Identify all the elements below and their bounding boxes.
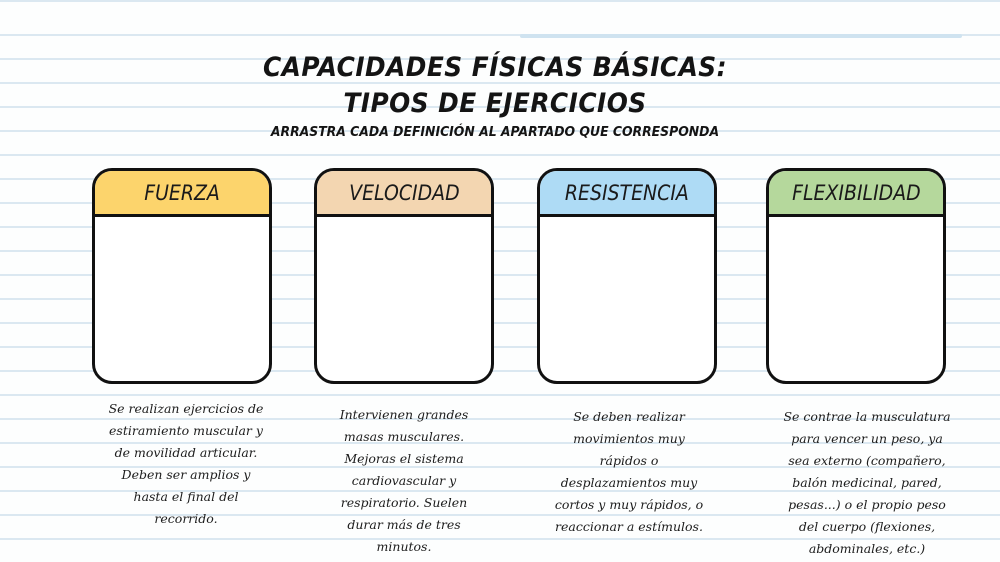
drop-zone-fuerza[interactable]: [95, 217, 269, 381]
category-card-resistencia[interactable]: RESISTENCIA: [537, 168, 717, 384]
instruction-text: ARRASTRA CADA DEFINICIÓN AL APARTADO QUE…: [270, 124, 720, 140]
draggable-definition[interactable]: Se realizan ejercicios de estiramiento m…: [108, 401, 264, 526]
category-header-flexibilidad: FLEXIBILIDAD: [769, 171, 943, 217]
category-header-resistencia: RESISTENCIA: [540, 171, 714, 217]
page-title: CAPACIDADES FÍSICAS BÁSICAS: TIPOS DE EJ…: [262, 52, 728, 119]
category-card-fuerza[interactable]: FUERZA: [92, 168, 272, 384]
category-label: FLEXIBILIDAD: [791, 180, 921, 205]
draggable-definition[interactable]: Se contrae la musculatura para vencer un…: [783, 409, 951, 556]
category-label: FUERZA: [144, 180, 220, 205]
draggable-definition[interactable]: Intervienen grandes masas musculares. Me…: [339, 407, 469, 554]
category-label: VELOCIDAD: [348, 180, 460, 205]
draggable-definition[interactable]: Se deben realizar movimientos muy rápido…: [554, 409, 704, 534]
drop-zone-resistencia[interactable]: [540, 217, 714, 381]
category-header-velocidad: VELOCIDAD: [317, 171, 491, 217]
category-card-velocidad[interactable]: VELOCIDAD: [314, 168, 494, 384]
decorative-highlight: [520, 34, 962, 38]
drop-zone-flexibilidad[interactable]: [769, 217, 943, 381]
category-label: RESISTENCIA: [565, 180, 689, 205]
category-header-fuerza: FUERZA: [95, 171, 269, 217]
drop-zone-velocidad[interactable]: [317, 217, 491, 381]
category-card-flexibilidad[interactable]: FLEXIBILIDAD: [766, 168, 946, 384]
